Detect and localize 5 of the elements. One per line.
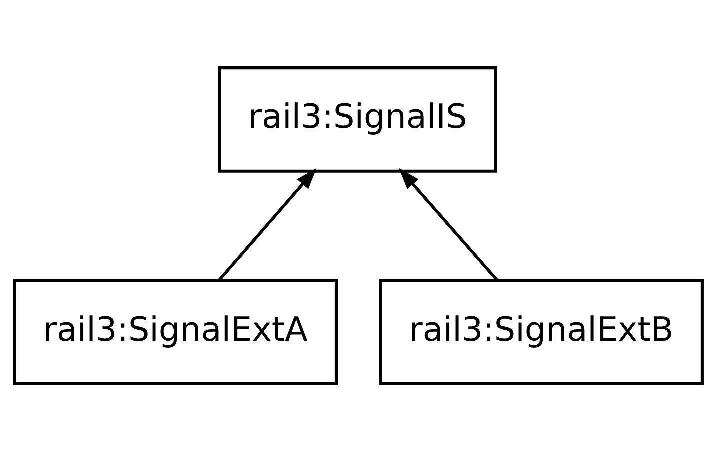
node-box: rail3:SignalExtA (13, 279, 338, 386)
arrow (218, 168, 317, 282)
arrow (399, 168, 499, 282)
node-box: rail3:SignalIS (218, 66, 498, 173)
node-box: rail3:SignalExtB (379, 279, 704, 386)
